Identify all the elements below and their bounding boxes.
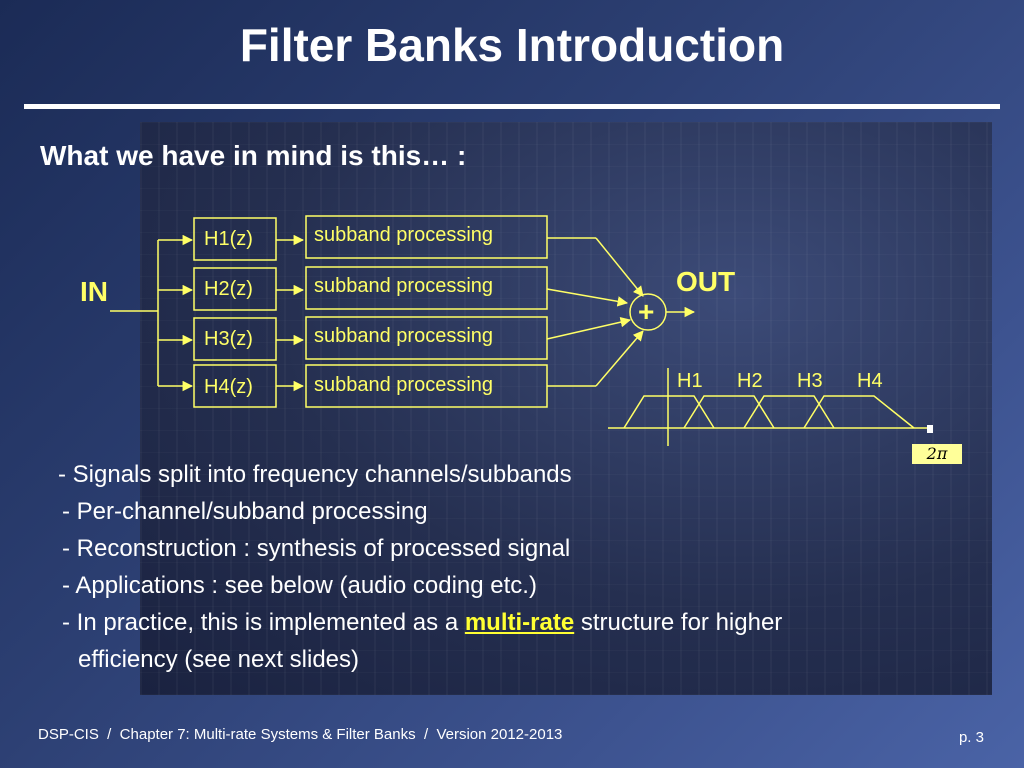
page-title: Filter Banks Introduction — [239, 19, 785, 71]
page-number: p. 3 — [958, 729, 984, 746]
bullet-list: - Signals split into frequency channels/… — [58, 456, 958, 678]
filter-label-h4: H4(z) — [204, 376, 253, 398]
processing-label-3: subband processing — [314, 325, 494, 347]
two-pi-label: 2π — [912, 444, 962, 464]
footer-course-info: DSP-CIS / Chapter 7: Multi-rate Systems … — [38, 726, 563, 743]
processing-label-4: subband processing — [314, 374, 494, 396]
bullet-text: structure for higher — [574, 609, 783, 636]
filter-label-h3: H3(z) — [204, 328, 253, 350]
band-label-h2: H2 — [737, 370, 763, 392]
band-label-h4: H4 — [857, 370, 883, 392]
filter-label-h2: H2(z) — [204, 278, 253, 300]
slide-subtitle: What we have in mind is this… : — [40, 140, 467, 171]
processing-label-1: subband processing — [314, 224, 494, 246]
bullet-item: - Reconstruction : synthesis of processe… — [62, 535, 571, 562]
processing-label-2: subband processing — [314, 275, 494, 297]
multi-rate-highlight: multi-rate — [464, 609, 575, 636]
title-divider — [24, 104, 1000, 109]
input-label: IN — [80, 276, 108, 307]
bullet-item: - Signals split into frequency channels/… — [58, 461, 572, 488]
adder-symbol: + — [638, 296, 655, 327]
bullet-text: - In practice, this is implemented as a — [62, 609, 465, 636]
bullet-item: - In practice, this is implemented as a … — [58, 604, 958, 641]
filter-label-h1: H1(z) — [204, 228, 253, 250]
output-label: OUT — [676, 266, 736, 297]
bullet-continuation: efficiency (see next slides) — [78, 646, 360, 673]
band-label-h3: H3 — [797, 370, 823, 392]
bullet-item: - Per-channel/subband processing — [62, 498, 428, 525]
bullet-item: - Applications : see below (audio coding… — [62, 572, 537, 599]
band-label-h1: H1 — [677, 370, 703, 392]
